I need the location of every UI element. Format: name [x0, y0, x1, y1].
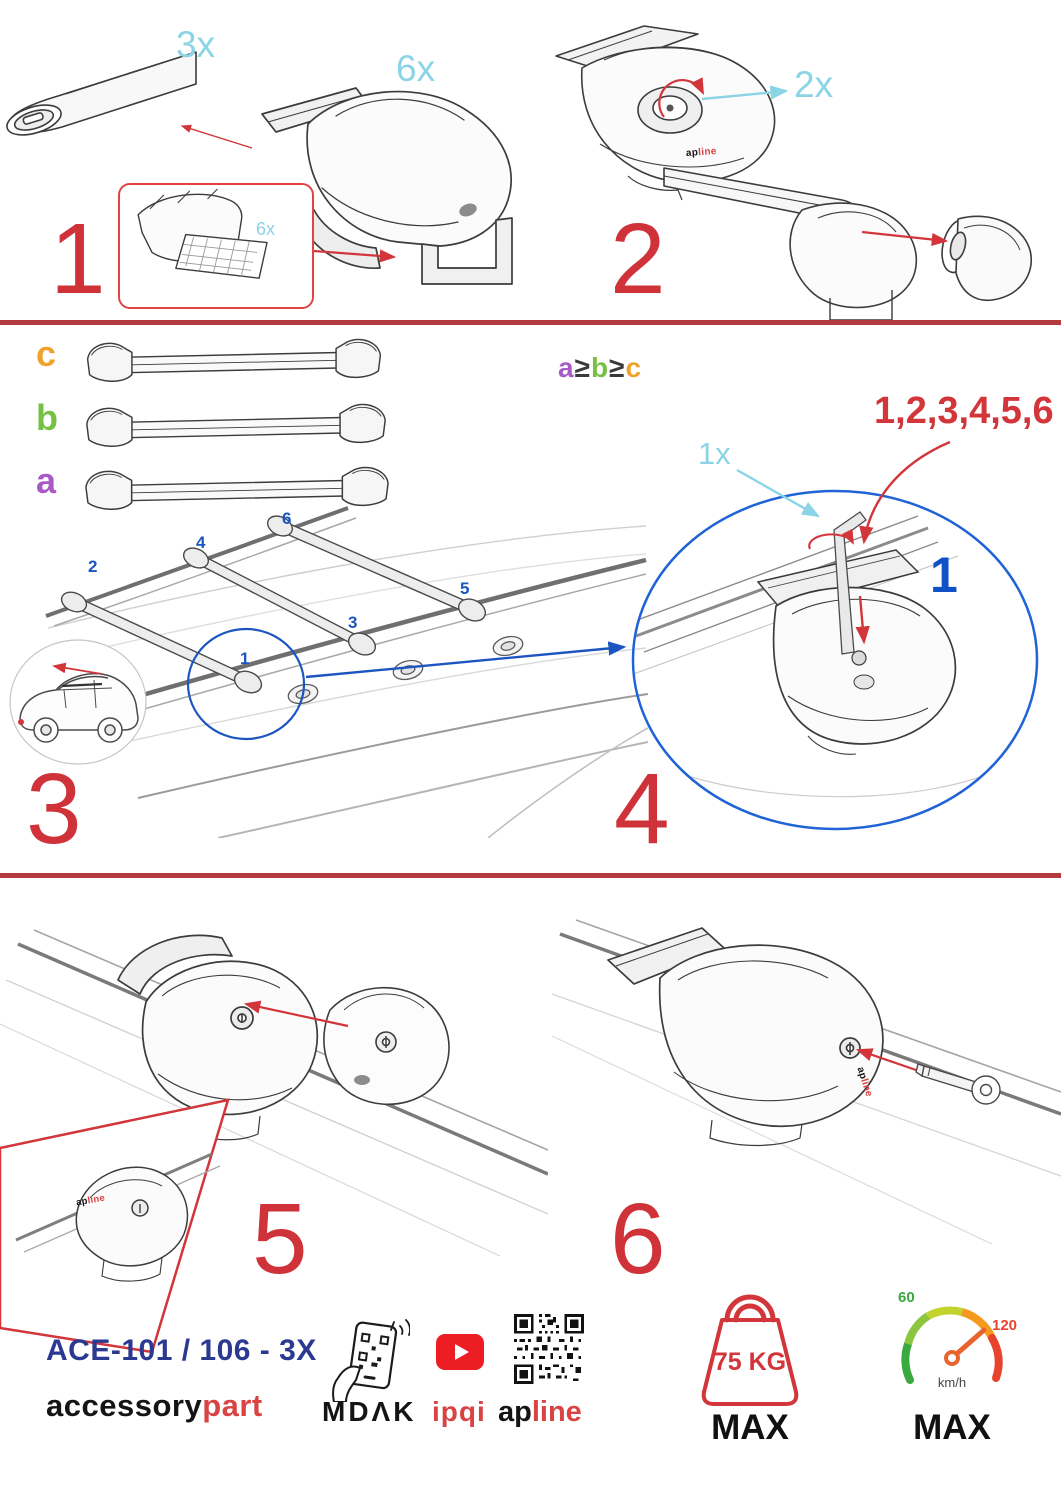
weight-limit-icon	[690, 1280, 810, 1412]
step5-locked-callout	[0, 1090, 245, 1358]
lock-cover-piece	[323, 986, 450, 1106]
bar-label-b: b	[36, 397, 58, 438]
step2-number: 2	[610, 203, 666, 315]
step4-zoom-detail	[628, 486, 1042, 834]
foot-quantity-label: 6x	[396, 48, 436, 89]
section-divider-2	[0, 873, 1061, 878]
bar-foot-cap	[663, 167, 1032, 321]
car-inset-drawing	[6, 638, 150, 770]
adjuster-knob	[666, 104, 674, 112]
crossbar-c-drawing	[78, 334, 390, 396]
callout-position-1: 1	[930, 547, 958, 603]
crossbar-end-drawing	[0, 46, 200, 151]
crossbar-a-drawing	[76, 462, 398, 524]
roof-position-6: 6	[282, 509, 292, 528]
foot-with-keyhole	[607, 927, 884, 1147]
step5-number: 5	[252, 1183, 308, 1295]
step1-pad-callout-box	[118, 183, 314, 309]
phone-scan-icon	[330, 1318, 410, 1402]
front-marker-dot	[18, 719, 24, 725]
step2-assembly-drawing	[662, 160, 1061, 328]
pad-quantity-label: 6x	[256, 219, 276, 239]
step1-foot-drawing	[252, 70, 552, 295]
foot-underside	[137, 188, 268, 279]
roof-position-2: 2	[88, 557, 98, 576]
foot-closed-locked	[75, 1166, 189, 1282]
bar-label-a: a	[36, 460, 57, 501]
speed-unit-label: km/h	[937, 1375, 967, 1390]
foot-open-cover	[117, 934, 319, 1141]
tension-screw	[851, 650, 867, 666]
crossbar-b-drawing	[77, 399, 395, 461]
step6-key-drawing	[552, 876, 1061, 1244]
speed-high-label: 120	[992, 1317, 1018, 1334]
weight-limit-value: 75 KG	[713, 1348, 787, 1376]
youtube-icon	[436, 1334, 484, 1370]
step4-number: 4	[614, 753, 670, 865]
crossbar-profile	[6, 51, 197, 136]
speed-limit-icon	[886, 1282, 1018, 1412]
speed-low-label: 60	[898, 1289, 915, 1306]
roof-position-5: 5	[460, 579, 470, 598]
qr-code-icon	[514, 1314, 584, 1384]
mounting-sequence: 1,2,3,4,5,6	[874, 390, 1054, 432]
speed-limit-max: MAX	[913, 1408, 991, 1447]
foot-body	[261, 87, 513, 285]
key-quantity-label: 1x	[698, 436, 731, 471]
model-code: ACE-101 / 106 - 3X	[46, 1334, 317, 1367]
step1-number: 1	[50, 203, 106, 315]
key	[915, 1063, 1001, 1105]
step6-number: 6	[610, 1183, 666, 1295]
step3-number: 3	[26, 753, 82, 865]
pad-hatching	[179, 236, 258, 277]
apline-logo-on-foot: apline	[685, 145, 718, 160]
zoom-ellipse-outline	[631, 489, 1039, 831]
roof-position-4: 4	[196, 533, 206, 552]
apline-logo: apline	[498, 1396, 582, 1428]
suv-side-view	[19, 672, 139, 743]
size-rule: a≥b≥c	[558, 352, 643, 383]
bar-quantity-label: 3x	[176, 24, 216, 65]
roof-position-3: 3	[348, 613, 358, 632]
section-divider-1	[0, 320, 1061, 325]
ipqi-logo: ipqi	[432, 1396, 486, 1427]
bar-label-c: c	[36, 333, 57, 374]
step5-lock-drawing	[0, 884, 548, 1256]
weight-limit-max: MAX	[711, 1408, 789, 1447]
roof-bars-on-car	[61, 682, 103, 688]
mdak-logo: MDΛK	[322, 1396, 417, 1427]
brand-accessorypart: accessorypart	[46, 1388, 263, 1423]
roof-position-1: 1	[240, 649, 250, 668]
foot-detail-body	[772, 586, 957, 745]
knob-quantity-label: 2x	[794, 64, 834, 105]
